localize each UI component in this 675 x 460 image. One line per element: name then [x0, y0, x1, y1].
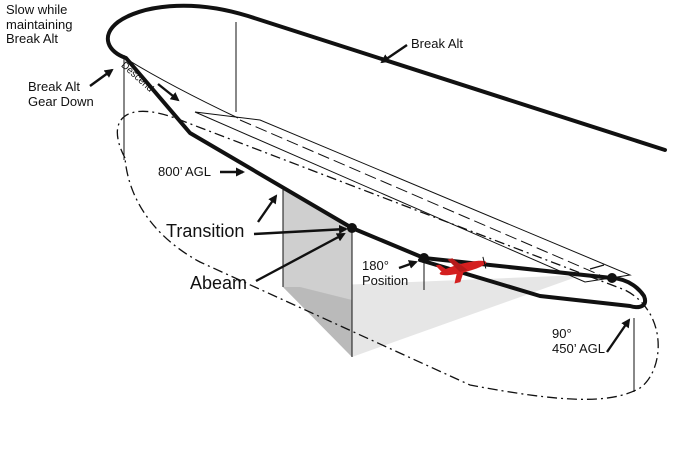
ground-track-oval	[116, 110, 659, 400]
arrow-break-alt	[380, 44, 408, 64]
descent-guide-line	[119, 54, 239, 119]
flight-path	[105, 3, 667, 310]
projection-plane-dark	[283, 287, 352, 357]
label-break-alt: Break Alt	[411, 36, 464, 51]
runway-centerline	[239, 119, 601, 276]
arrow-abeam	[255, 232, 346, 283]
arrow-transition-drop	[257, 194, 278, 223]
arrow-descend	[157, 83, 180, 102]
label-800-agl: 800’ AGL	[158, 164, 212, 179]
arrow-break-alt-gear	[89, 68, 114, 87]
turn-90-point	[607, 273, 617, 283]
label-transition: Transition	[166, 221, 245, 241]
label-slow-while: Slow while maintaining Break Alt	[6, 2, 73, 47]
runway-outline	[194, 111, 632, 283]
projection-plane-light	[283, 275, 582, 357]
arrow-transition	[253, 224, 348, 236]
label-180-position: 180° Position	[362, 258, 409, 288]
label-90-450-agl: 90° 450’ AGL	[552, 326, 606, 356]
arrow-90	[606, 318, 631, 353]
arrow-180	[398, 260, 418, 270]
label-break-alt-gear-down: Break Alt Gear Down	[28, 79, 94, 109]
label-abeam: Abeam	[190, 273, 248, 293]
position-180-point	[419, 253, 429, 263]
runway-threshold	[589, 264, 605, 270]
aircraft-icon	[435, 256, 487, 284]
abeam-point	[347, 223, 357, 233]
